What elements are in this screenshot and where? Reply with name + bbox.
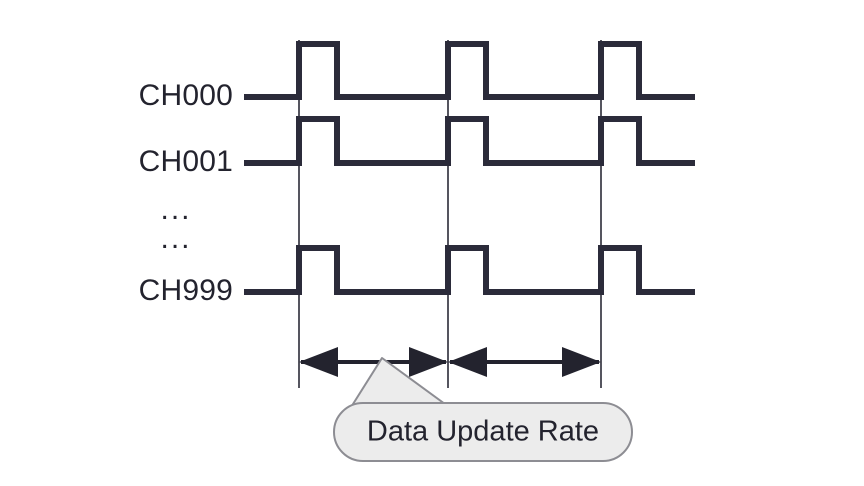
channel-label-ch999: CH999: [139, 274, 233, 307]
measurement-interval-1: [299, 347, 448, 377]
ellipsis-row-1: ...: [160, 193, 191, 226]
ellipsis-row-2: ...: [160, 222, 191, 255]
measurement-interval-2: [448, 347, 601, 377]
arrowhead-left-icon: [299, 347, 338, 377]
waveform-ch999: [244, 245, 695, 295]
arrowhead-right-icon: [562, 347, 601, 377]
callout-bubble: [333, 402, 633, 462]
waveform-ch001: [244, 116, 695, 166]
arrowhead-left-icon: [448, 347, 487, 377]
channel-label-ch001: CH001: [139, 145, 233, 178]
channel-label-ch000: CH000: [139, 79, 233, 112]
waveform-ch000: [244, 41, 695, 100]
arrowhead-right-icon: [409, 347, 448, 377]
callout-label: Data Update Rate: [367, 416, 599, 448]
